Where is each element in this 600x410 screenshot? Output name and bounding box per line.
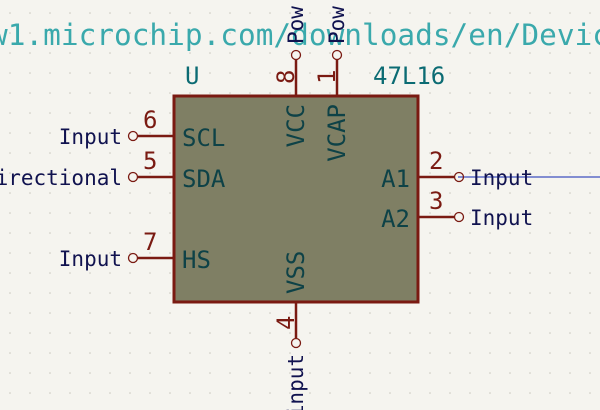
pin-a2-name: A2 <box>381 205 410 233</box>
pin-sda-electrical-type: directional <box>0 166 122 190</box>
pin-scl-connection-point[interactable] <box>127 130 139 142</box>
reference-designator[interactable]: U <box>185 62 199 90</box>
pin-a1-connection-point[interactable] <box>453 171 465 183</box>
component-value[interactable]: 47L16 <box>373 62 445 90</box>
pin-a1-electrical-type: Input <box>470 166 533 190</box>
pin-a2-number: 3 <box>429 187 443 215</box>
pin-a1-number: 2 <box>429 147 443 175</box>
pin-vcc-connection-point[interactable] <box>290 49 302 61</box>
datasheet-url: w1.microchip.com/downloads/en/Devic <box>0 18 600 52</box>
pin-a2-connection-point[interactable] <box>453 211 465 223</box>
pin-vcc-name: VCC <box>282 104 310 147</box>
pin-sda-name: SDA <box>182 165 226 193</box>
pin-hs-name: HS <box>182 246 211 274</box>
pin-vcc-electrical-type: Pow <box>284 6 308 44</box>
pin-hs-number: 7 <box>143 228 157 256</box>
pin-scl-name: SCL <box>182 124 225 152</box>
pin-hs[interactable]: 7 HS Input <box>59 228 211 274</box>
pin-a2[interactable]: 3 A2 Input <box>381 187 533 233</box>
pin-vss-electrical-type: input <box>284 354 308 410</box>
pin-sda-number: 5 <box>143 147 157 175</box>
pin-vss-name: VSS <box>282 251 310 294</box>
pin-vss-connection-point[interactable] <box>290 337 302 349</box>
pin-vcap[interactable]: 1 VCAP Pow <box>313 6 351 162</box>
pin-vcap-name: VCAP <box>323 104 351 162</box>
pin-vcap-connection-point[interactable] <box>331 49 343 61</box>
pin-sda-connection-point[interactable] <box>127 171 139 183</box>
pin-scl-number: 6 <box>143 106 157 134</box>
pin-hs-electrical-type: Input <box>59 247 122 271</box>
pin-a1[interactable]: 2 A1 Input <box>381 147 533 193</box>
pin-sda[interactable]: 5 SDA directional <box>0 147 226 193</box>
pin-a1-name: A1 <box>381 165 410 193</box>
pin-vss-number: 4 <box>272 316 300 330</box>
pin-a2-electrical-type: Input <box>470 206 533 230</box>
pin-hs-connection-point[interactable] <box>127 252 139 264</box>
pin-vcap-electrical-type: Pow <box>325 6 349 44</box>
pin-vcc[interactable]: 8 VCC Pow <box>272 6 310 148</box>
pin-scl-electrical-type: Input <box>59 125 122 149</box>
pin-vss[interactable]: 4 VSS input <box>272 251 310 410</box>
pin-scl[interactable]: 6 SCL Input <box>59 106 226 152</box>
pin-vcc-number: 8 <box>272 70 300 84</box>
pin-vcap-number: 1 <box>313 70 341 84</box>
